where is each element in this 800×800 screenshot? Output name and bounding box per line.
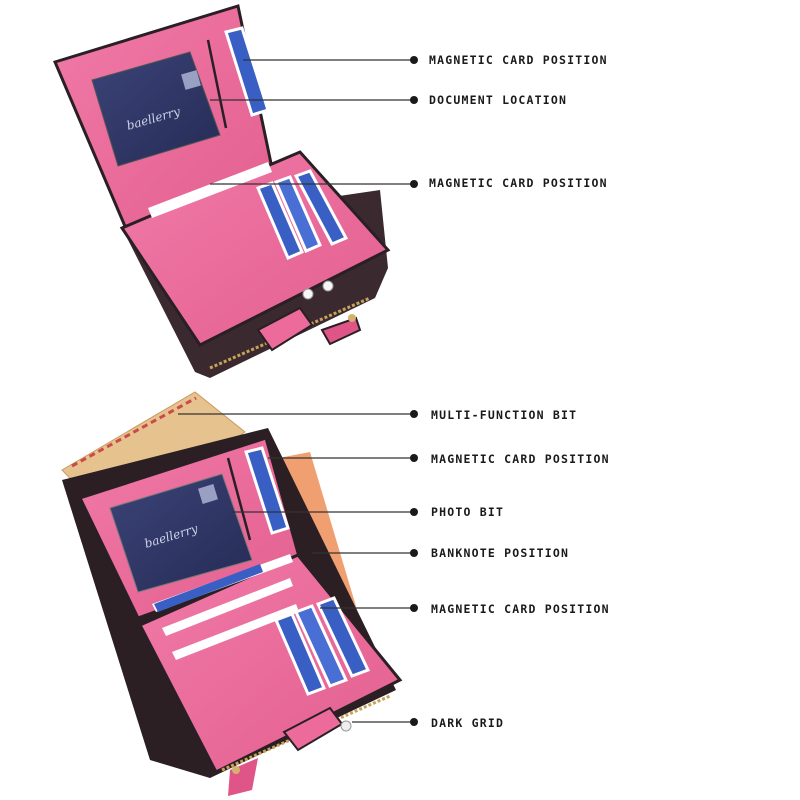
callout-dot: [410, 180, 418, 188]
envelope-border: [71, 396, 197, 468]
magnetic-card: [224, 26, 270, 117]
callout-dot: [410, 96, 418, 104]
magnetic-card: [255, 181, 304, 260]
zipper-pull: [228, 758, 258, 796]
callout-dot: [410, 56, 418, 64]
zipper-pull: [320, 316, 362, 346]
magnetic-card: [293, 604, 349, 688]
callout-dot: [410, 718, 418, 726]
card-slot-horizontal: [148, 162, 272, 218]
qr-code: [181, 70, 201, 90]
magnetic-card: [315, 596, 371, 678]
magnetic-card: [293, 169, 349, 246]
top-wallet-image: baellerry: [52, 4, 391, 378]
qr-code: [198, 484, 218, 504]
photo-window: [109, 473, 253, 593]
callout-label-magnetic-card-4: MAGNETIC CARD POSITION: [431, 602, 610, 616]
slot-line: [226, 457, 252, 541]
magnetic-card: [273, 175, 322, 253]
callout-label-photo-bit: PHOTO BIT: [431, 505, 505, 519]
callout-label-magnetic-card-3: MAGNETIC CARD POSITION: [431, 452, 610, 466]
callout-dot: [410, 454, 418, 462]
callout-dot: [410, 410, 418, 418]
callout-label-magnetic-card-1: MAGNETIC CARD POSITION: [429, 53, 608, 67]
callout-dot: [410, 508, 418, 516]
callout-label-dark-grid: DARK GRID: [431, 716, 505, 730]
magnetic-card: [154, 564, 263, 612]
bottom-wallet-image: baellerry: [61, 391, 403, 796]
snap-tab: [256, 306, 314, 352]
callout-lines: [178, 56, 418, 726]
slot-line: [206, 39, 228, 129]
callout-label-banknote-position: BANKNOTE POSITION: [431, 546, 570, 560]
callout-dot: [410, 604, 418, 612]
callout-label-magnetic-card-2: MAGNETIC CARD POSITION: [429, 176, 608, 190]
callout-dot: [410, 549, 418, 557]
card-slot-horizontal: [162, 578, 293, 636]
callout-label-document-location: DOCUMENT LOCATION: [429, 93, 568, 107]
magnetic-card: [273, 612, 327, 696]
callout-label-multi-function-bit: MULTI-FUNCTION BIT: [431, 408, 578, 422]
card-slot-horizontal: [172, 604, 299, 660]
